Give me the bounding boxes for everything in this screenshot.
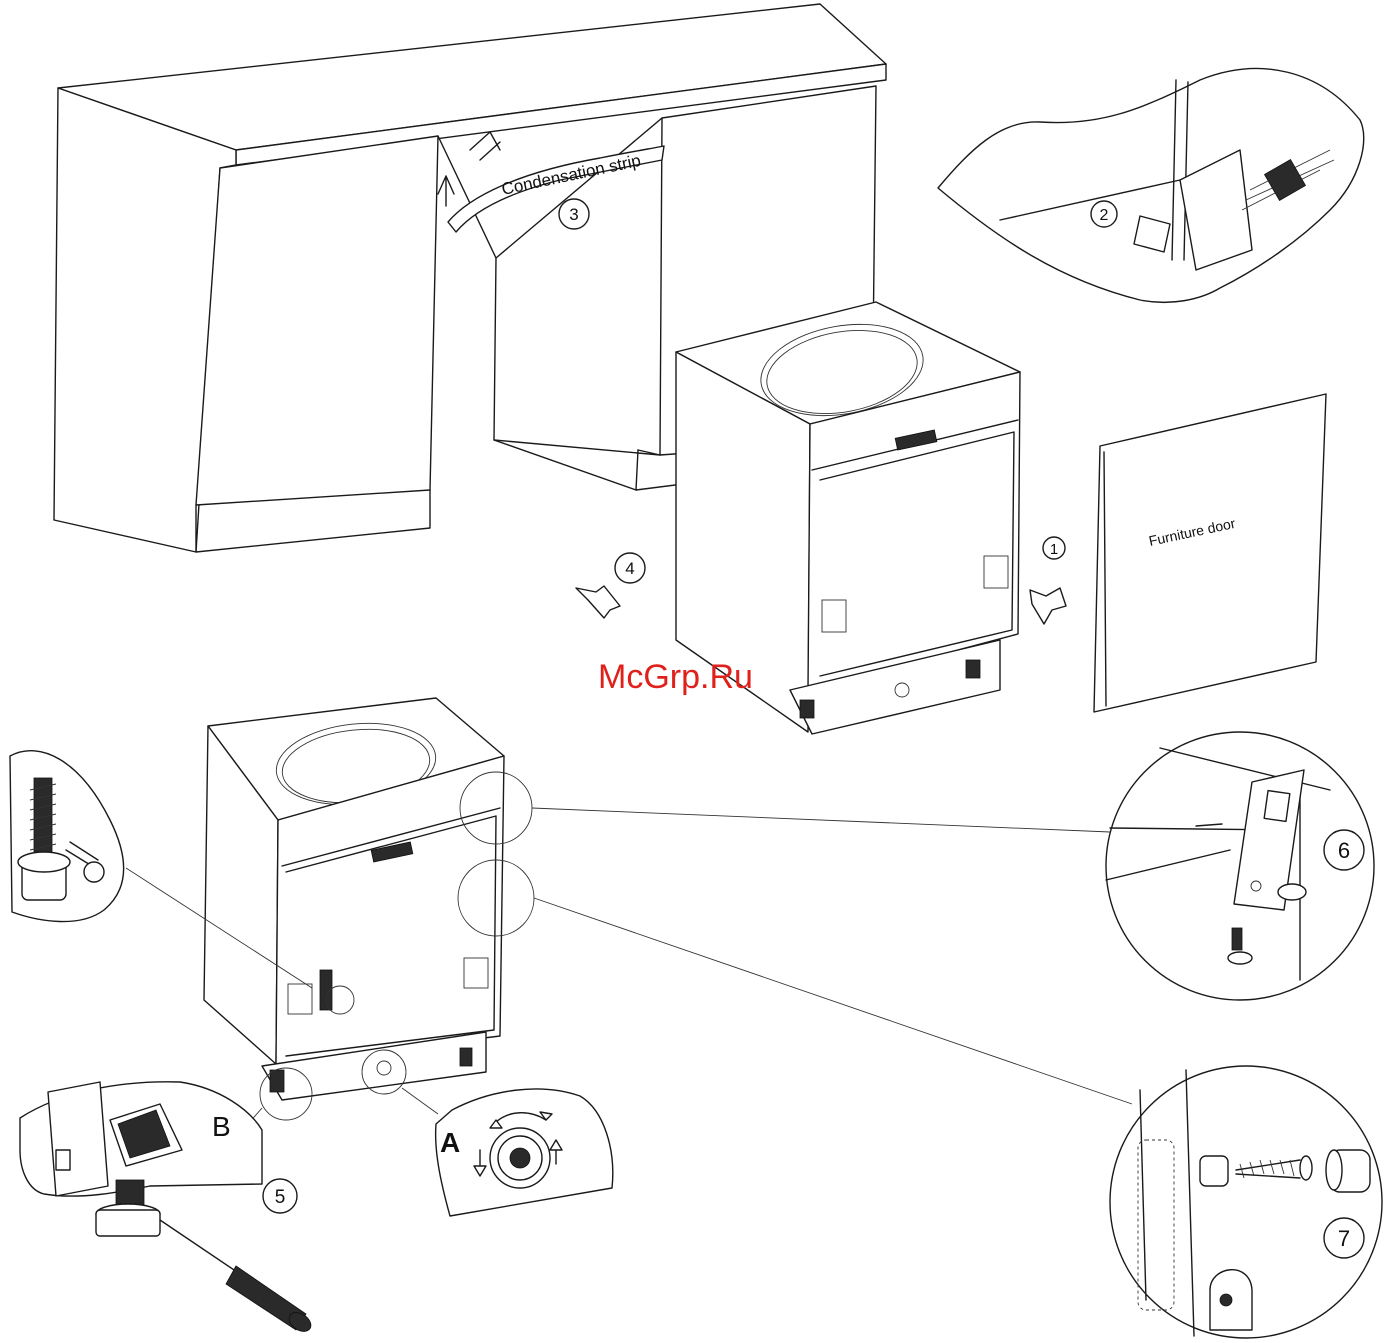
arrow-4 <box>576 586 620 618</box>
step-3-number: 3 <box>569 205 578 224</box>
detail-2-hinge <box>938 69 1364 303</box>
leader-7 <box>534 898 1132 1104</box>
leader-6 <box>532 808 1110 832</box>
arrow-1 <box>1030 588 1066 624</box>
step-6-number: 6 <box>1338 838 1350 863</box>
detail-a-letter: A <box>440 1127 460 1158</box>
leg-detail <box>10 751 124 922</box>
step-4-number: 4 <box>625 559 634 578</box>
step-7-number: 7 <box>1338 1226 1350 1251</box>
step-1-number: 1 <box>1050 541 1058 558</box>
watermark-text: McGrp.Ru <box>598 658 753 696</box>
condensation-strip-label: Condensation strip <box>500 151 643 199</box>
detail-a-rear-leg <box>436 1089 613 1216</box>
step-5-number: 5 <box>275 1187 286 1208</box>
dishwasher-lower <box>204 698 534 1120</box>
step-2-number: 2 <box>1100 207 1109 224</box>
detail-b-letter: B <box>212 1111 231 1142</box>
detail-7-screw-cap <box>1110 1066 1382 1338</box>
furniture-door <box>1094 394 1326 712</box>
